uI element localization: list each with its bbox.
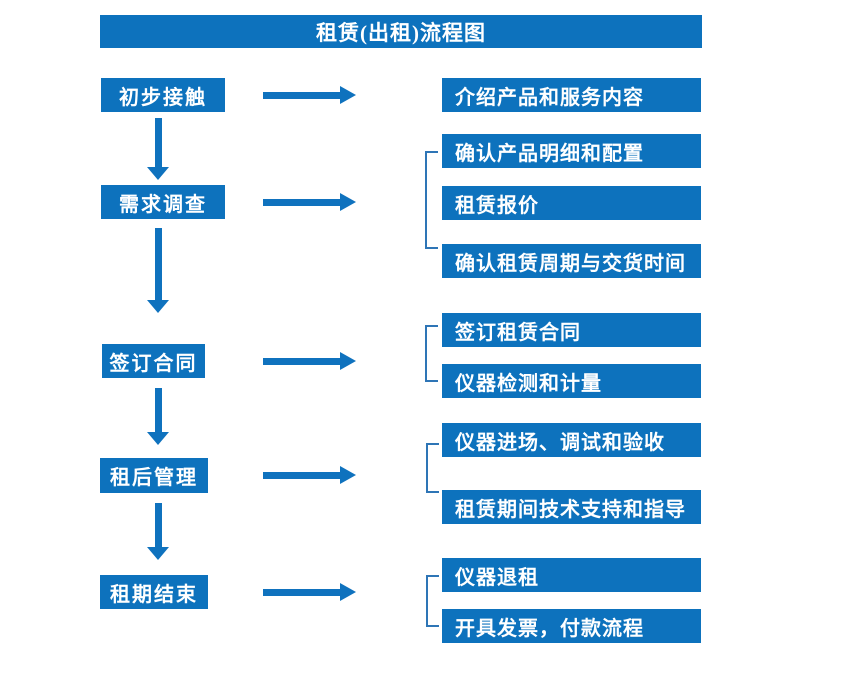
arrow-shaft bbox=[154, 118, 162, 167]
arrow-shaft bbox=[263, 471, 340, 479]
arrow-shaft bbox=[154, 388, 162, 432]
down-arrow-icon bbox=[147, 503, 169, 560]
right-arrow-icon bbox=[263, 583, 356, 601]
right-arrow-icon bbox=[263, 193, 356, 211]
arrow-head bbox=[147, 167, 169, 180]
arrow-head bbox=[147, 300, 169, 313]
arrow-shaft bbox=[154, 228, 162, 300]
diagram-title: 租赁(出租)流程图 bbox=[100, 15, 702, 48]
group-bracket-icon bbox=[426, 575, 439, 627]
group-bracket-icon bbox=[425, 325, 438, 382]
detail-technical-support-guidance: 租赁期间技术支持和指导 bbox=[442, 490, 701, 524]
detail-confirm-product-details-config: 确认产品明细和配置 bbox=[442, 134, 701, 168]
right-arrow-icon bbox=[263, 86, 356, 104]
step-sign-contract: 签订合同 bbox=[102, 344, 205, 378]
detail-sign-rental-contract: 签订租赁合同 bbox=[442, 313, 701, 347]
arrow-head bbox=[340, 193, 356, 211]
arrow-head bbox=[147, 547, 169, 560]
down-arrow-icon bbox=[147, 228, 169, 313]
detail-confirm-rental-period-delivery: 确认租赁周期与交货时间 bbox=[442, 244, 701, 278]
detail-instrument-arrival-debug-acceptance: 仪器进场、调试和验收 bbox=[442, 423, 701, 457]
arrow-shaft bbox=[263, 198, 340, 206]
step-rental-period-end: 租期结束 bbox=[100, 575, 208, 609]
step-initial-contact: 初步接触 bbox=[101, 78, 225, 112]
group-bracket-icon bbox=[425, 151, 438, 249]
down-arrow-icon bbox=[147, 118, 169, 180]
down-arrow-icon bbox=[147, 388, 169, 445]
step-demand-survey: 需求调查 bbox=[101, 185, 225, 219]
arrow-shaft bbox=[154, 503, 162, 547]
group-bracket-icon bbox=[426, 443, 439, 493]
arrow-shaft bbox=[263, 91, 340, 99]
step-post-rental-management: 租后管理 bbox=[100, 458, 208, 493]
arrow-head bbox=[340, 86, 356, 104]
detail-rental-quotation: 租赁报价 bbox=[442, 186, 701, 220]
arrow-head bbox=[147, 432, 169, 445]
right-arrow-icon bbox=[263, 466, 356, 484]
arrow-shaft bbox=[263, 588, 340, 596]
detail-invoice-payment-process: 开具发票，付款流程 bbox=[442, 609, 701, 643]
detail-instrument-return: 仪器退租 bbox=[442, 558, 701, 592]
arrow-shaft bbox=[263, 357, 340, 365]
detail-instrument-inspection-metering: 仪器检测和计量 bbox=[442, 364, 701, 398]
arrow-head bbox=[340, 466, 356, 484]
detail-introduce-products-services: 介绍产品和服务内容 bbox=[442, 78, 701, 112]
right-arrow-icon bbox=[263, 352, 356, 370]
arrow-head bbox=[340, 352, 356, 370]
arrow-head bbox=[340, 583, 356, 601]
